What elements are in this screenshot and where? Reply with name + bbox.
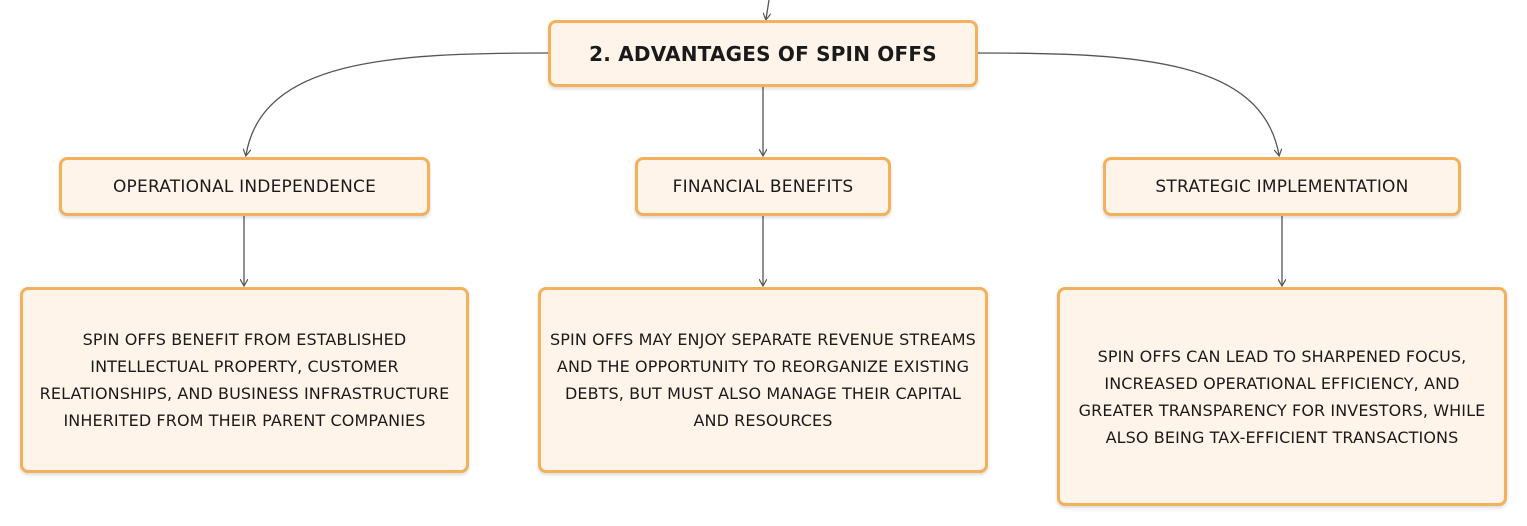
title-node[interactable]: 2. ADVANTAGES OF SPIN OFFS xyxy=(548,20,978,87)
title-text: 2. ADVANTAGES OF SPIN OFFS xyxy=(589,41,937,66)
connector-to-operational-independence xyxy=(246,52,549,155)
node-label: FINANCIAL BENEFITS xyxy=(672,176,854,197)
description-strategic-implementation[interactable]: SPIN OFFS CAN LEAD TO SHARPENED FOCUS, I… xyxy=(1057,287,1507,506)
node-financial-benefits[interactable]: FINANCIAL BENEFITS xyxy=(635,157,891,216)
description-financial-benefits[interactable]: SPIN OFFS MAY ENJOY SEPARATE REVENUE STR… xyxy=(538,287,988,473)
node-strategic-implementation[interactable]: STRATEGIC IMPLEMENTATION xyxy=(1103,157,1461,216)
node-label: STRATEGIC IMPLEMENTATION xyxy=(1155,176,1409,197)
description-text: SPIN OFFS CAN LEAD TO SHARPENED FOCUS, I… xyxy=(1078,346,1486,447)
node-operational-independence[interactable]: OPERATIONAL INDEPENDENCE xyxy=(59,157,430,216)
description-text: SPIN OFFS BENEFIT FROM ESTABLISHED INTEL… xyxy=(39,330,450,430)
node-label: OPERATIONAL INDEPENDENCE xyxy=(112,176,377,197)
connector-to-strategic-implementation xyxy=(977,52,1279,155)
description-text: SPIN OFFS MAY ENJOY SEPARATE REVENUE STR… xyxy=(550,330,976,430)
incoming-connector xyxy=(766,0,769,19)
description-operational-independence[interactable]: SPIN OFFS BENEFIT FROM ESTABLISHED INTEL… xyxy=(20,287,469,473)
